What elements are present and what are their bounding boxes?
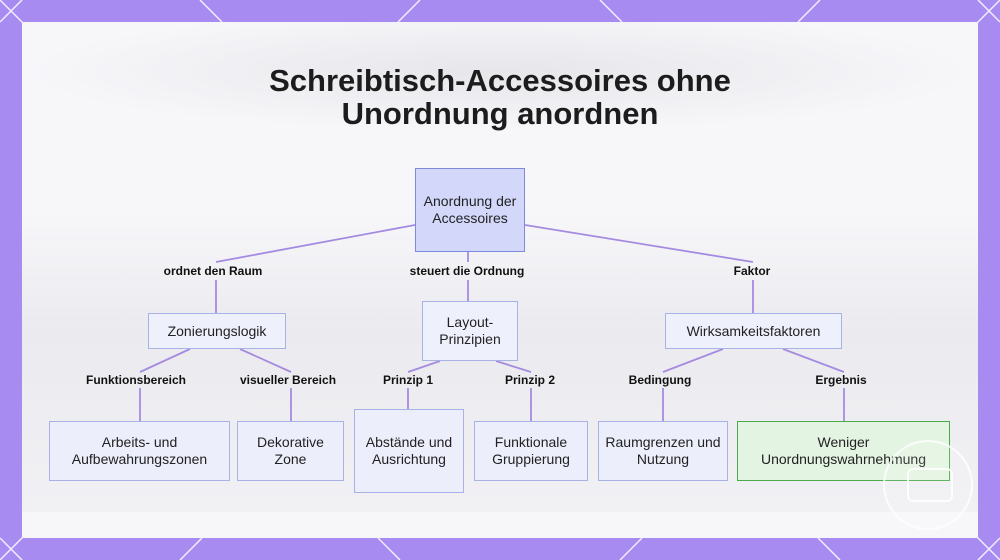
edge-root-factors bbox=[525, 225, 753, 313]
node-deco-zone: Dekorative Zone bbox=[237, 421, 344, 481]
badge-inner-icon bbox=[907, 468, 953, 502]
node-spacing-label: Abstände und Ausrichtung bbox=[361, 434, 457, 468]
node-zoning: Zonierungslogik bbox=[148, 313, 286, 349]
node-root-label: Anordnung der Accessoires bbox=[422, 193, 518, 227]
node-spacing: Abstände und Ausrichtung bbox=[354, 409, 464, 493]
edge-label-prinzip-2: Prinzip 2 bbox=[505, 373, 555, 387]
node-factors-label: Wirksamkeitsfaktoren bbox=[687, 323, 821, 340]
node-factors: Wirksamkeitsfaktoren bbox=[665, 313, 842, 349]
node-boundaries-label: Raumgrenzen und Nutzung bbox=[605, 434, 721, 468]
node-zoning-label: Zonierungslogik bbox=[168, 323, 267, 340]
node-layout-label: Layout-Prinzipien bbox=[429, 314, 511, 348]
node-grouping: Funktionale Gruppierung bbox=[474, 421, 588, 481]
node-root: Anordnung der Accessoires bbox=[415, 168, 525, 252]
node-work-zones-label: Arbeits- und Aufbewahrungszonen bbox=[56, 434, 223, 468]
edge-label-ergebnis: Ergebnis bbox=[815, 373, 866, 387]
edge-layout-grouping bbox=[496, 361, 531, 421]
logo-badge-icon bbox=[883, 440, 973, 530]
edge-label-ordnet: ordnet den Raum bbox=[164, 264, 263, 278]
edge-label-visueller-bereich: visueller Bereich bbox=[240, 373, 336, 387]
node-boundaries: Raumgrenzen und Nutzung bbox=[598, 421, 728, 481]
edge-label-funktionsbereich: Funktionsbereich bbox=[86, 373, 186, 387]
node-work-zones: Arbeits- und Aufbewahrungszonen bbox=[49, 421, 230, 481]
node-layout: Layout-Prinzipien bbox=[422, 301, 518, 361]
node-deco-zone-label: Dekorative Zone bbox=[244, 434, 337, 468]
edge-label-faktor: Faktor bbox=[734, 264, 771, 278]
edge-label-bedingung: Bedingung bbox=[629, 373, 692, 387]
node-grouping-label: Funktionale Gruppierung bbox=[481, 434, 581, 468]
edge-label-steuert: steuert die Ordnung bbox=[410, 264, 525, 278]
edge-label-prinzip-1: Prinzip 1 bbox=[383, 373, 433, 387]
